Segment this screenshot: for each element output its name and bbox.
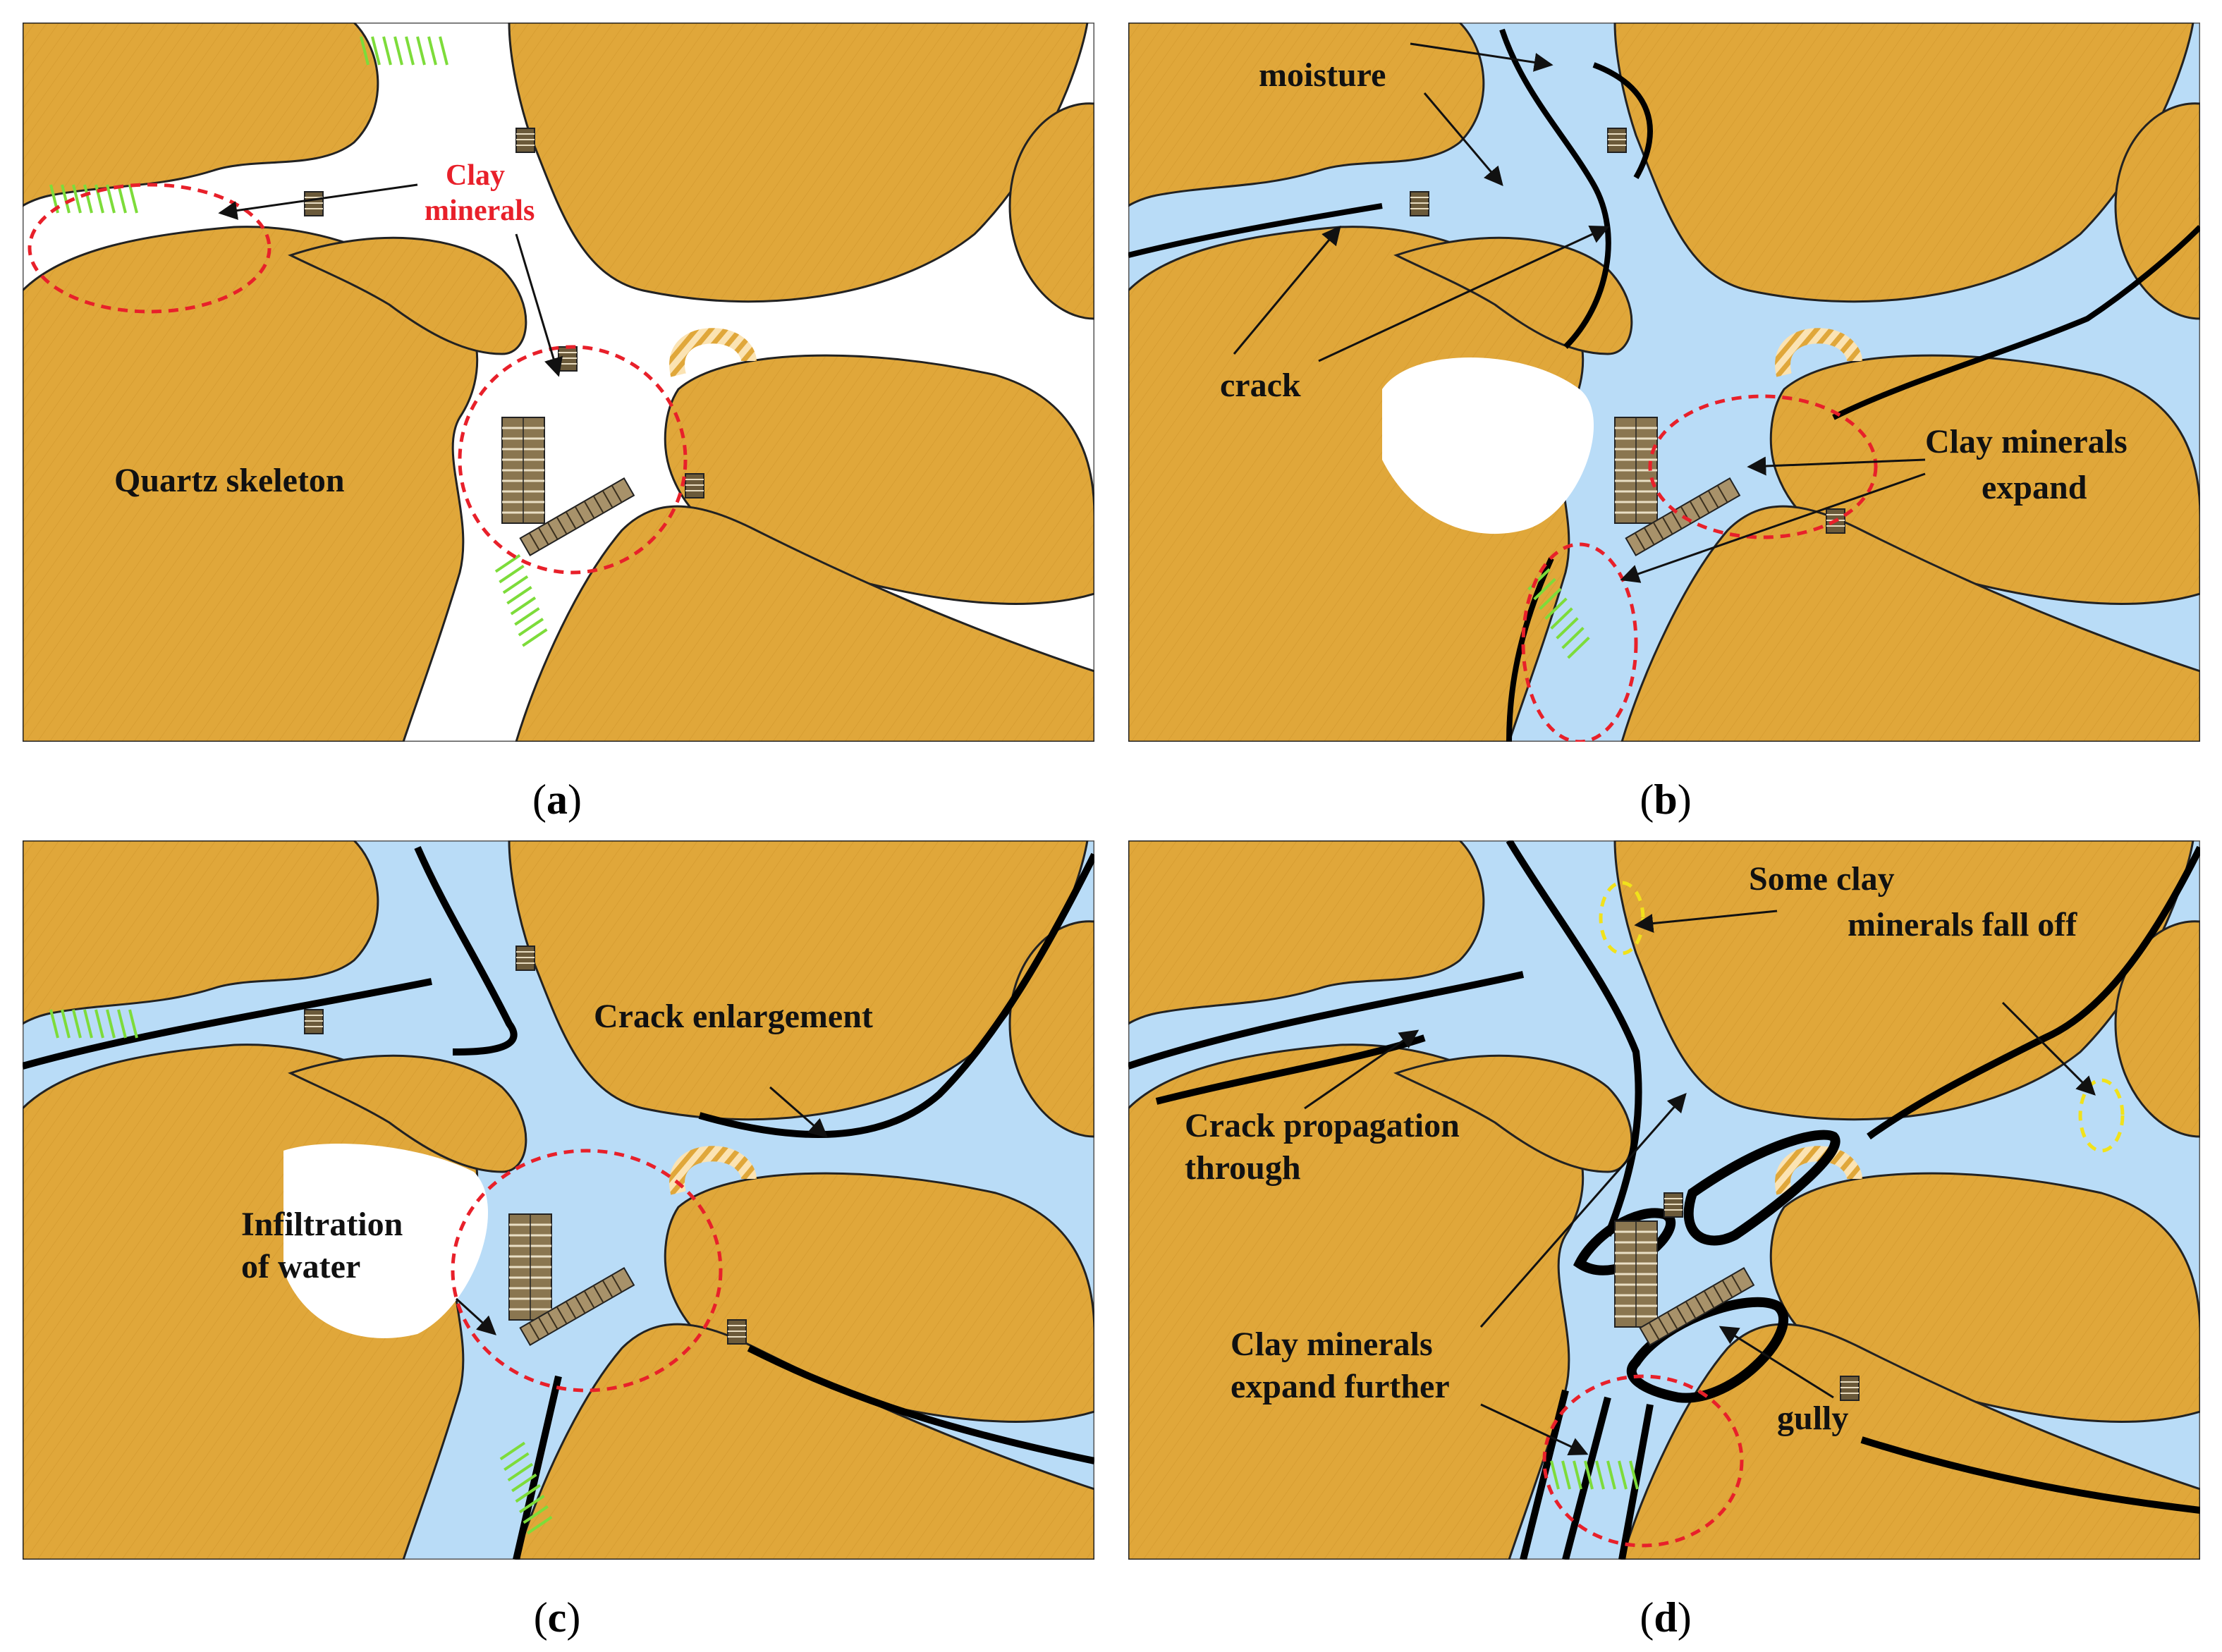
label-crack-enlargement: Crack enlargement (594, 998, 873, 1035)
label-infiltration-1: Infiltration (241, 1206, 403, 1243)
panel-c: Crack enlargement Infiltration of water (23, 840, 1094, 1560)
arrow-icon (1620, 472, 1926, 583)
label-moisture: moisture (1259, 56, 1386, 94)
label-clay-expand-2: expand (1982, 469, 2087, 506)
clay-stack-icon (304, 191, 324, 216)
clay-stack-icon (1607, 128, 1627, 153)
arrow-icon (1634, 910, 1778, 934)
circle-marker-icon (1542, 1374, 1744, 1548)
circle-marker-icon (2078, 1078, 2125, 1153)
arrow-icon (455, 1297, 496, 1335)
crack-line (1128, 28, 2200, 742)
circle-marker-icon (1648, 394, 1878, 539)
clay-stack-icon (1664, 1192, 1683, 1218)
circle-marker-icon (451, 1149, 723, 1393)
panel-a: Clay minerals Quartz skeleton (23, 23, 1094, 742)
clay-stack-icon (727, 1319, 747, 1345)
label-propagation-1: Crack propagation (1185, 1107, 1460, 1144)
caption-c: (c) (533, 1594, 581, 1641)
arrow-icon (1480, 1403, 1589, 1455)
clay-stack-icon (558, 346, 578, 372)
panel-b: moisture crack Clay minerals expand (1128, 23, 2200, 742)
caption-b: (b) (1640, 776, 1692, 823)
arrow-icon (769, 1086, 829, 1138)
arrow-icon (1479, 1092, 1687, 1328)
label-clay-minerals-1: Clay (446, 159, 505, 192)
clay-stack-icon (501, 416, 546, 525)
arrow-icon (1233, 225, 1341, 355)
label-crack: crack (1220, 367, 1301, 404)
label-expand-further-1: Clay minerals (1231, 1326, 1433, 1363)
clay-stack-icon (515, 946, 535, 971)
label-quartz-skeleton: Quartz skeleton (114, 462, 345, 499)
label-expand-further-2: expand further (1231, 1368, 1450, 1405)
arrow-icon (1318, 225, 1610, 362)
arrow-icon (218, 183, 418, 220)
clay-stack-icon (1410, 191, 1429, 216)
label-infiltration-2: of water (241, 1248, 360, 1285)
arrow-icon (515, 233, 563, 377)
crack-line (23, 845, 1094, 1560)
circle-marker-icon (28, 183, 271, 314)
clay-stack-icon (1613, 1220, 1659, 1328)
label-clay-expand-1: Clay minerals (1925, 423, 2128, 460)
label-clay-minerals-2: minerals (425, 195, 535, 227)
label-fall-off-2: minerals fall off (1848, 906, 2077, 943)
caption-d: (d) (1640, 1594, 1692, 1641)
clay-stack-icon (508, 1213, 553, 1321)
clay-stack-icon (515, 128, 535, 153)
arrow-icon (1304, 1029, 1420, 1110)
arrow-icon (2001, 1001, 2096, 1096)
arrow-icon (1423, 92, 1503, 187)
arrow-icon (1719, 1326, 1834, 1399)
clay-stack-icon (1840, 1376, 1860, 1401)
gully-outline (1683, 1130, 1841, 1246)
clay-stack-icon (685, 473, 704, 498)
arrow-icon (1410, 42, 1553, 72)
caption-a: (a) (532, 776, 582, 823)
arrow-icon (1747, 456, 1926, 476)
circle-marker-icon (458, 345, 688, 575)
clay-stack-icon (304, 1009, 324, 1034)
label-propagation-2: through (1185, 1149, 1301, 1187)
circle-marker-icon (1521, 542, 1638, 742)
label-gully: gully (1777, 1400, 1848, 1437)
label-fall-off-1: Some clay (1749, 860, 1895, 898)
panel-d: Some clay minerals fall off Crack propag… (1128, 840, 2200, 1560)
